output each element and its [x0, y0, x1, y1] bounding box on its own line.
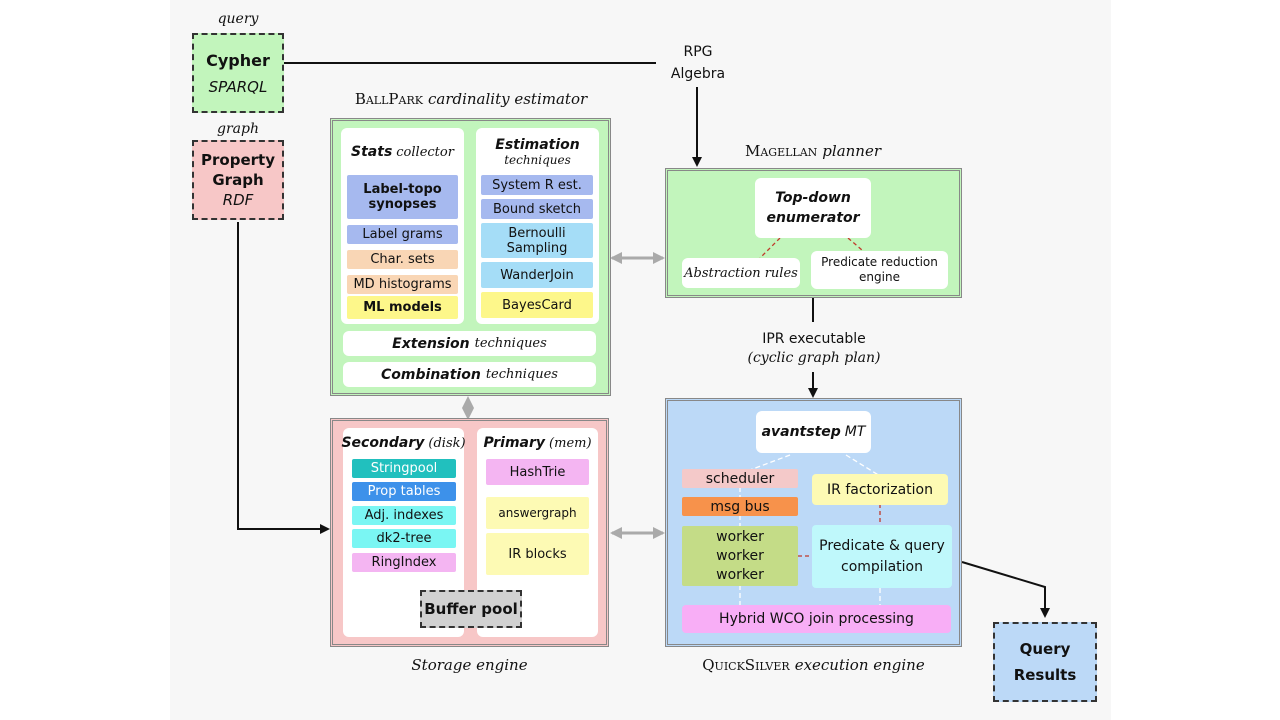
hybrid-wco-join-processing: Hybrid WCO join processing [682, 605, 951, 633]
quicksilver-to-results-arrow [961, 561, 1050, 618]
graph-caption: graph [217, 121, 259, 137]
magellan-title-rest: planner [822, 142, 882, 160]
graph-type-property: Property [201, 151, 275, 169]
graph-type-graph: Graph [212, 171, 264, 189]
stats-item-label-grams: Label grams [347, 225, 458, 244]
ipr-line2: (cyclic graph plan) [747, 349, 881, 366]
primary-title-rest: (mem) [549, 435, 592, 451]
secondary-item-prop-tables: Prop tables [352, 482, 456, 501]
secondary-item-ringindex: RingIndex [352, 553, 456, 572]
results-line1: Query [1019, 640, 1071, 658]
stats-collector-title: Stats collector [341, 141, 464, 163]
extension-rest: techniques [474, 336, 547, 351]
estimation-title-bold: Estimation [495, 137, 580, 153]
stats-title-rest: collector [396, 144, 454, 160]
primary-item-ir-blocks: IR blocks [486, 533, 589, 575]
predicate-query-compilation: Predicate & query compilation [812, 525, 952, 588]
query-box: Cypher SPARQL [192, 33, 284, 113]
graph-type-rdf: RDF [222, 191, 254, 209]
primary-item-answergraph: answergraph [486, 497, 589, 529]
secondary-title-rest: (disk) [428, 435, 466, 451]
rpg-label-line2: Algebra [670, 66, 726, 82]
stats-title-bold: Stats [351, 144, 393, 160]
extension-bold: Extension [392, 335, 470, 352]
quicksilver-caption: QuickSilver execution engine [665, 654, 962, 676]
estimation-item-bernoulli-sampling: Bernoulli Sampling [481, 223, 593, 258]
avantstep-mt: avantstep MT [756, 411, 871, 453]
ir-factorization: IR factorization [812, 474, 948, 505]
secondary-item-dk2-tree: dk2-tree [352, 529, 456, 548]
predicate-reduction-line1: Predicate reduction [821, 255, 938, 269]
query-caption: query [217, 11, 259, 27]
secondary-title-bold: Secondary [341, 435, 425, 451]
estimation-item-system-r: System R est. [481, 175, 593, 195]
extension-techniques-bar: Extension techniques [343, 331, 596, 356]
ipr-executable-label: IPR executable (cyclic graph plan) [728, 326, 900, 370]
stats-item-md-histograms: MD histograms [347, 275, 458, 294]
combination-techniques-bar: Combination techniques [343, 362, 596, 387]
graph-to-storage-arrow [237, 222, 330, 534]
enumerator-line2: enumerator [766, 210, 860, 226]
compilation-line1: Predicate & query [819, 537, 945, 554]
scheduler: scheduler [682, 469, 798, 488]
stats-item-ml-models: ML models [347, 296, 458, 319]
worker-2: worker [716, 547, 764, 564]
estimation-title-sub: techniques [504, 153, 571, 167]
query-results-box: Query Results [993, 622, 1097, 702]
estimation-techniques-title: Estimation techniques [476, 133, 599, 171]
results-line2: Results [1013, 666, 1077, 684]
query-language-cypher: Cypher [206, 50, 270, 70]
top-down-enumerator: Top-down enumerator [755, 178, 871, 238]
primary-storage-title: Primary (mem) [477, 432, 598, 454]
ipr-line1: IPR executable [762, 330, 866, 347]
worker-pool: worker worker worker [682, 526, 798, 586]
ballpark-name: BallPark [354, 90, 423, 108]
estimation-item-bayescard: BayesCard [481, 292, 593, 318]
ballpark-title: BallPark cardinality estimator [330, 88, 612, 110]
primary-item-hashtrie: HashTrie [486, 459, 589, 485]
msg-bus: msg bus [682, 497, 798, 516]
avantstep-bold: avantstep [761, 424, 841, 440]
magellan-name: Magellan [744, 142, 818, 160]
stats-item-label-topo-synopses: Label-topo synopses [347, 175, 458, 219]
stats-item-char-sets: Char. sets [347, 250, 458, 269]
secondary-item-adj-indexes: Adj. indexes [352, 506, 456, 525]
worker-1: worker [716, 528, 764, 545]
magellan-title: Magellan planner [665, 140, 961, 162]
worker-3: worker [716, 566, 764, 583]
quicksilver-caption-rest: execution engine [794, 656, 925, 674]
estimation-item-wanderjoin: WanderJoin [481, 262, 593, 288]
abstraction-rules: Abstraction rules [682, 258, 800, 288]
predicate-reduction-engine: Predicate reduction engine [811, 251, 948, 289]
compilation-line2: compilation [841, 558, 923, 575]
predicate-reduction-line2: engine [859, 270, 900, 284]
storage-engine-caption: Storage engine [411, 656, 528, 674]
quicksilver-name: QuickSilver [702, 656, 790, 674]
combination-rest: techniques [485, 367, 558, 382]
rpg-label-line1: RPG [683, 44, 713, 60]
secondary-storage-title: Secondary (disk) [341, 432, 466, 454]
graph-box: Property Graph RDF [192, 140, 284, 220]
secondary-item-stringpool: Stringpool [352, 459, 456, 478]
ballpark-title-rest: cardinality estimator [427, 90, 588, 108]
avantstep-rest: MT [844, 424, 866, 440]
rpg-algebra-label: RPG Algebra [656, 40, 740, 86]
combination-bold: Combination [381, 366, 481, 383]
primary-title-bold: Primary [483, 435, 546, 451]
buffer-pool: Buffer pool [420, 590, 522, 628]
query-language-sparql: SPARQL [208, 77, 268, 96]
enumerator-line1: Top-down [775, 190, 851, 206]
estimation-item-bound-sketch: Bound sketch [481, 199, 593, 219]
